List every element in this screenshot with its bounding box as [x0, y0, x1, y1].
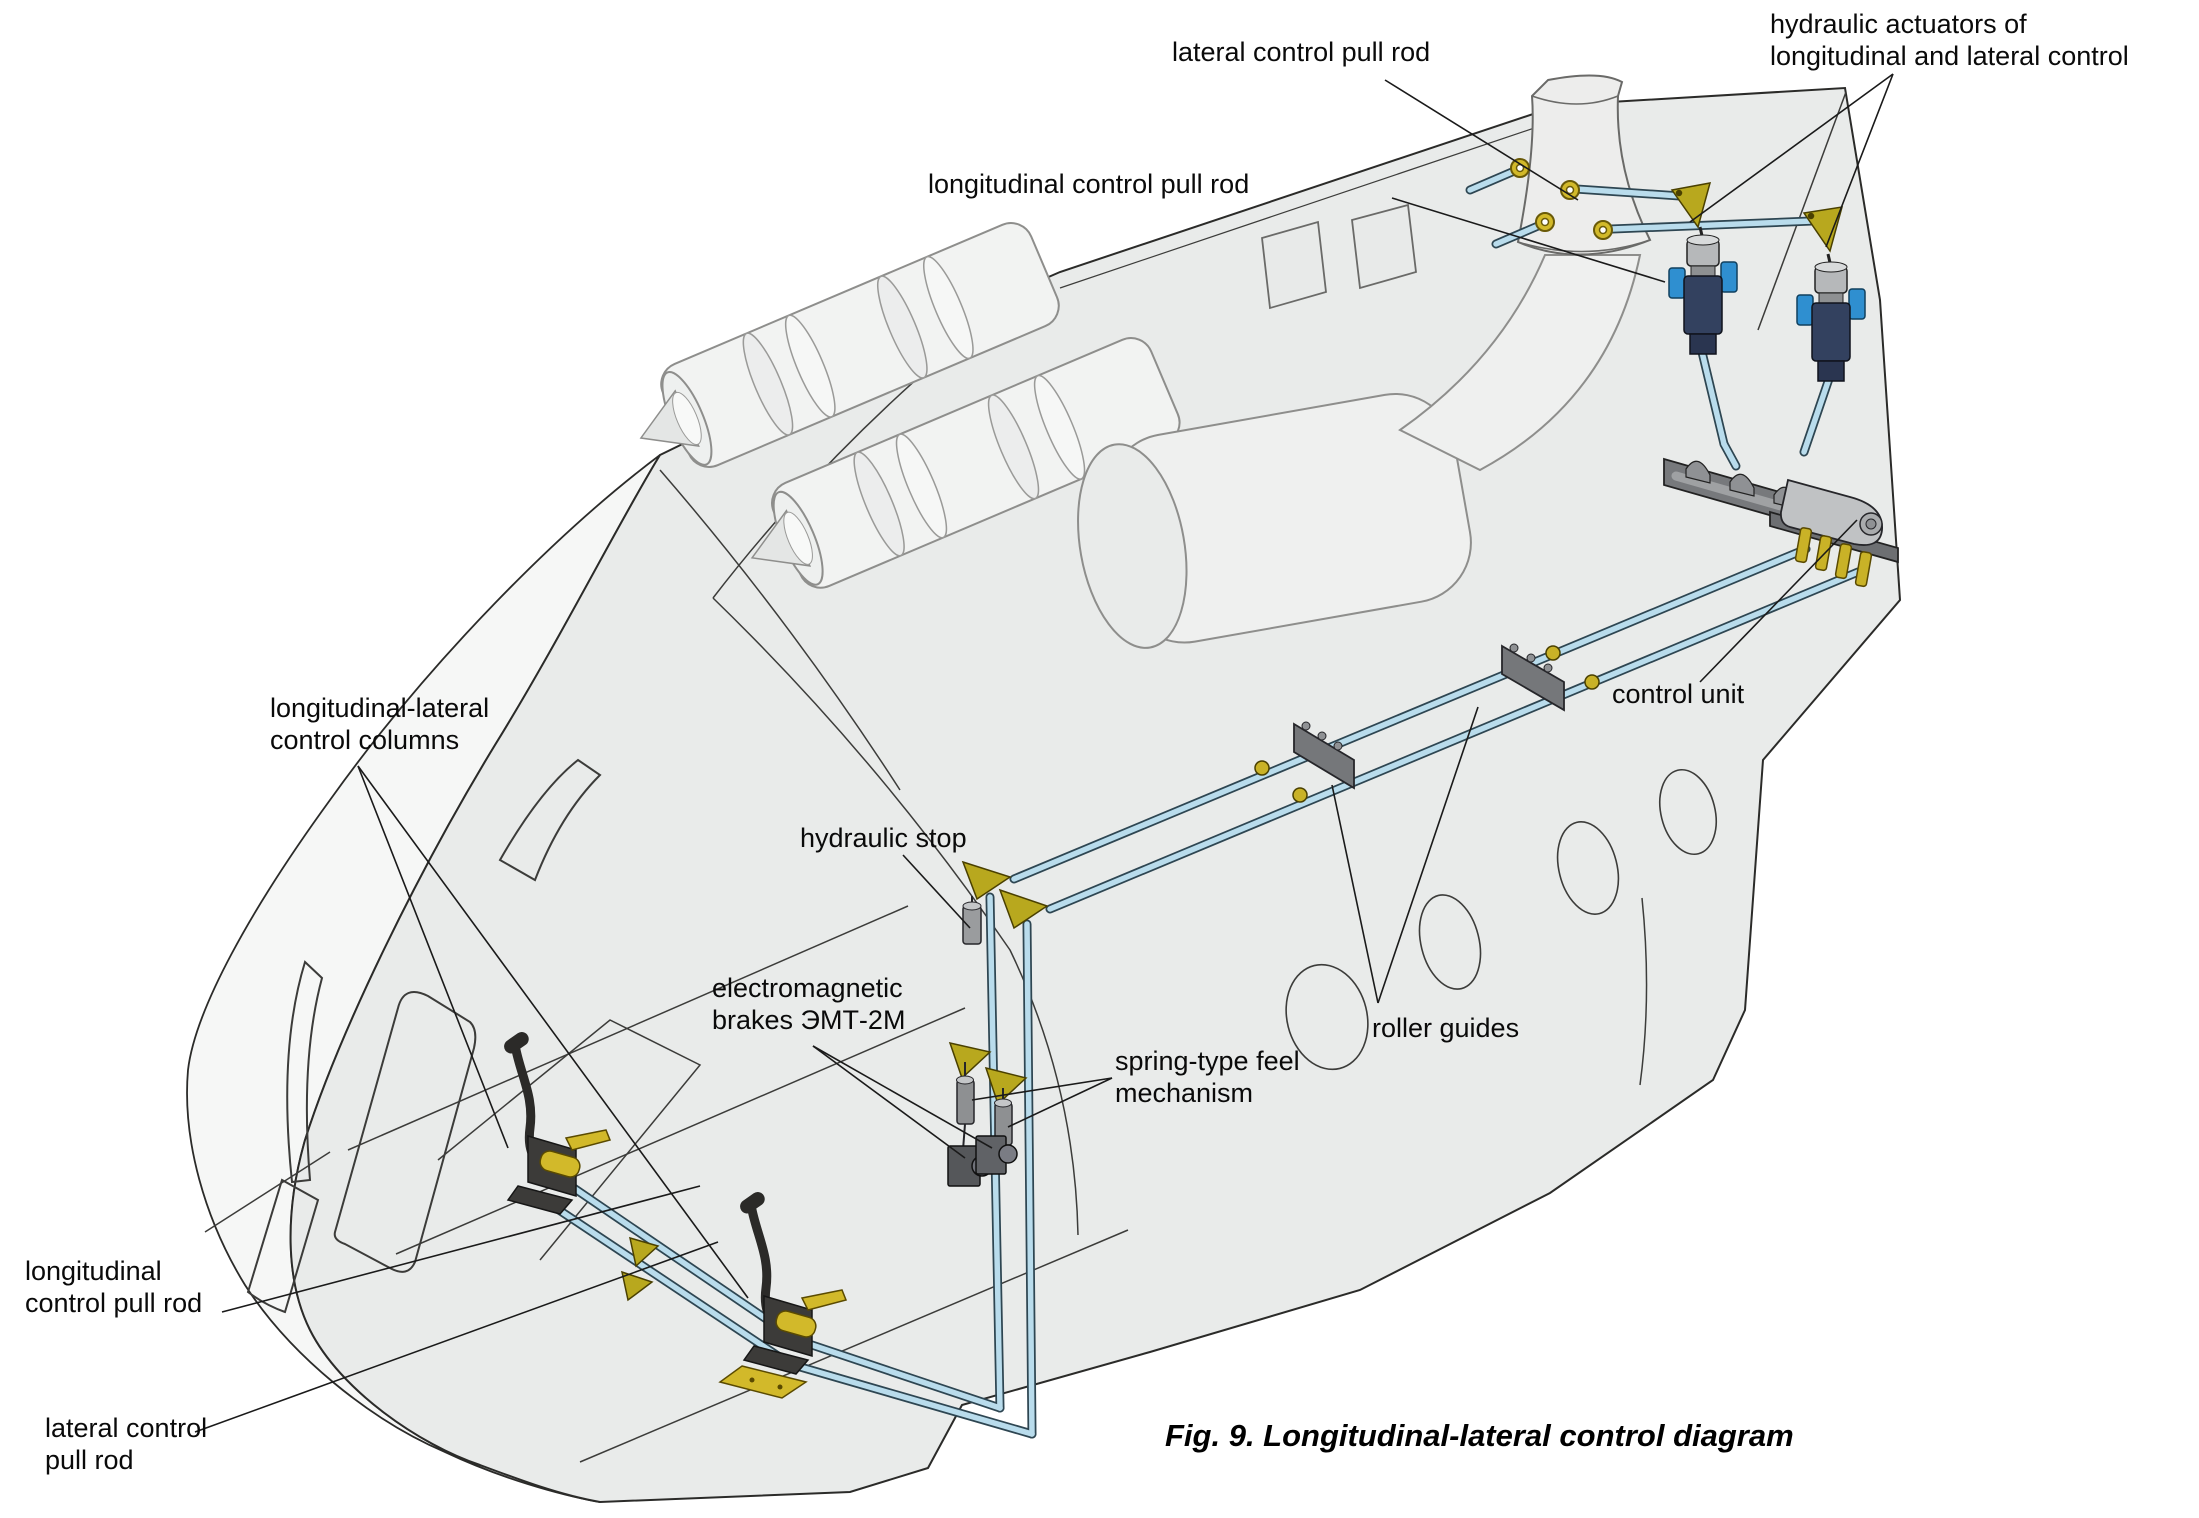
- cockpit-window-frames: [246, 758, 602, 1314]
- engine-left: [639, 222, 1060, 468]
- label-control-unit: control unit: [1612, 679, 1745, 709]
- label-hydraulic-stop: hydraulic stop: [800, 823, 967, 853]
- label-longitudinal-pull-rod-top: longitudinal control pull rod: [928, 169, 1250, 199]
- electromagnetic-brakes: [947, 1135, 1018, 1187]
- actuator-bellcranks: [1670, 182, 1844, 253]
- leader-lines: [194, 73, 1894, 1433]
- label-lateral-pull-rod-bottom: lateral control pull rod: [45, 1413, 208, 1476]
- label-longitudinal-pull-rod-bottom: longitudinal control pull rod: [25, 1256, 203, 1319]
- hydraulic-stop: [962, 896, 982, 945]
- main-gearbox: [1077, 254, 1642, 649]
- interior-frame-lines: [204, 271, 1648, 1463]
- roller-guides: [1293, 643, 1565, 790]
- control-unit-levers: [1794, 527, 1873, 588]
- deck-equipment-boxes: [1261, 203, 1417, 310]
- label-lateral-pull-rod-top: lateral control pull rod: [1172, 37, 1431, 67]
- fuselage-body: [289, 86, 1902, 1504]
- label-roller-guides: roller guides: [1372, 1013, 1520, 1043]
- control-column-right: [718, 1191, 848, 1399]
- rod-joints: [1254, 645, 1600, 803]
- label-hydraulic-actuators: hydraulic actuators of longitudinal and …: [1770, 9, 2129, 72]
- control-unit: [1663, 457, 1899, 588]
- figure-caption: Fig. 9. Longitudinal-lateral control dia…: [1165, 1418, 1794, 1453]
- control-column-left: [504, 1031, 612, 1215]
- label-spring-feel: spring-type feel mechanism: [1115, 1046, 1300, 1109]
- rotor-fairing: [1516, 74, 1652, 256]
- hydraulic-actuator-1: [1668, 226, 1738, 355]
- mid-linkage: [620, 860, 1049, 1302]
- label-electromagnetic-brakes: electromagnetic brakes ЭМТ-2М: [712, 973, 906, 1036]
- portholes: [1285, 768, 1717, 1071]
- label-control-columns: longitudinal-lateral control columns: [270, 693, 490, 756]
- hydraulic-actuator-2: [1796, 253, 1866, 382]
- pull-rods: [545, 167, 1863, 1439]
- engine-right: [750, 337, 1181, 589]
